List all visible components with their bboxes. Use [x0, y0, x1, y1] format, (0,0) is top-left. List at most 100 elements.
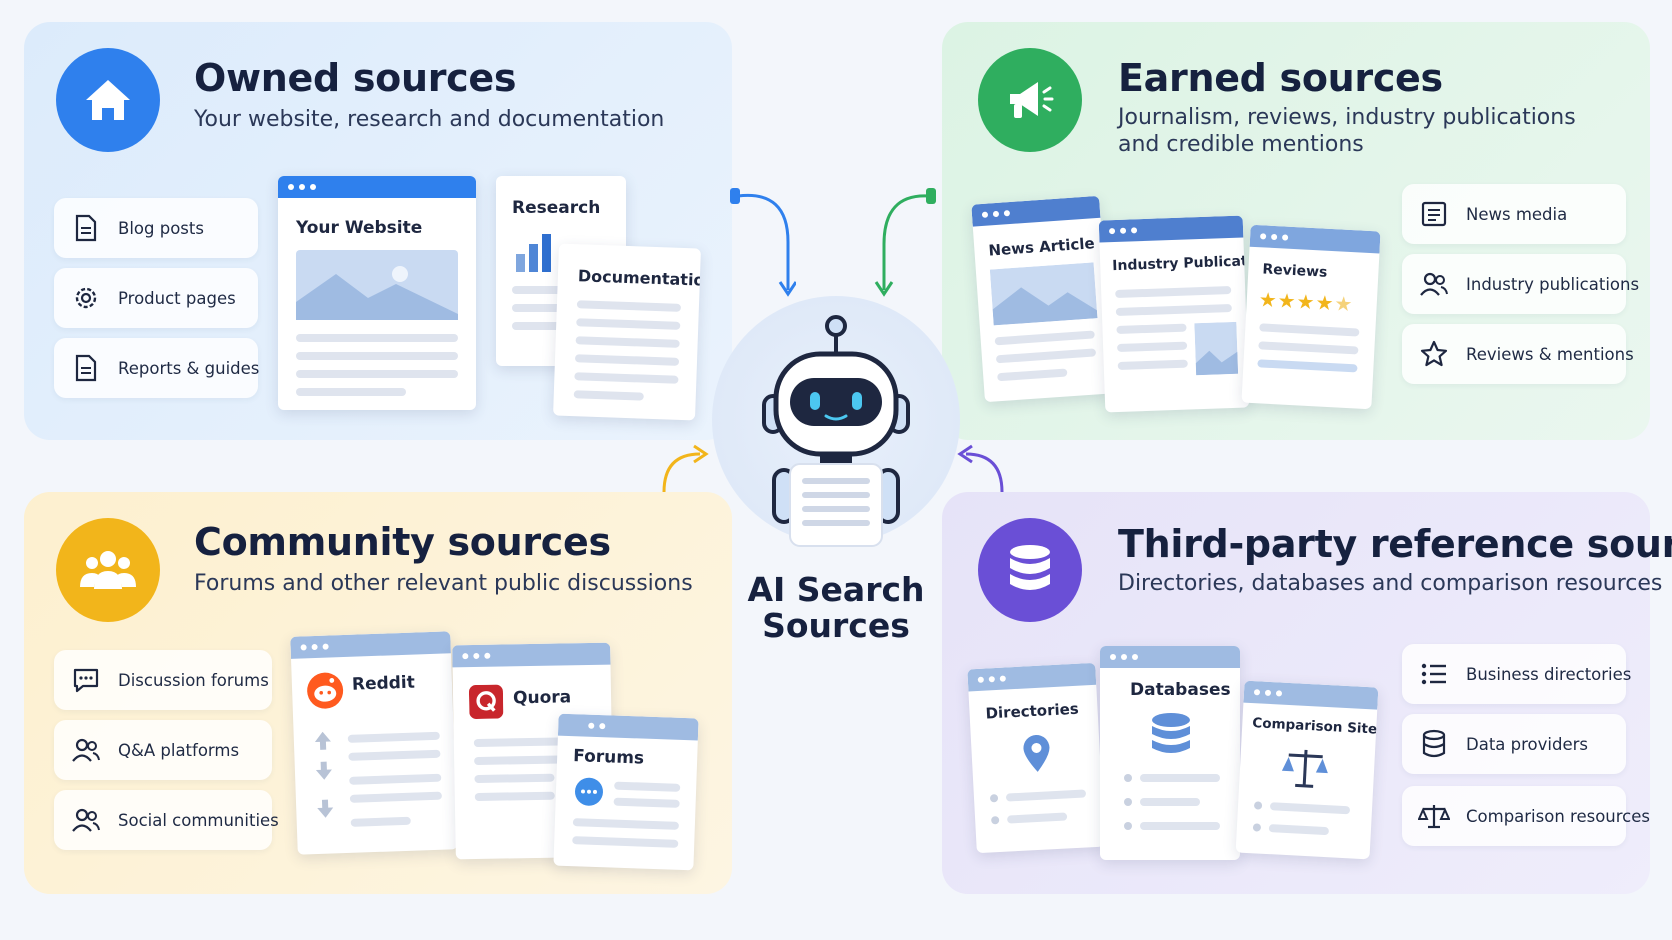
image-placeholder-icon: [296, 250, 458, 320]
document-icon: [70, 352, 102, 384]
location-pin-icon: [1023, 734, 1050, 772]
arrow-earned-connector: [874, 188, 936, 297]
chip-label: News media: [1466, 204, 1568, 224]
people-icon: [70, 804, 102, 836]
card-directories: Directories: [967, 662, 1105, 854]
window-bar: [1100, 646, 1240, 668]
card-title: Reviews: [1262, 261, 1328, 281]
bar-chart-icon: [516, 234, 551, 272]
window-bar: [278, 176, 476, 198]
house-icon: [86, 80, 130, 120]
card-reddit: Reddit: [290, 631, 458, 855]
card-news-article: News Article: [971, 195, 1113, 403]
card-your-website: Your Website: [278, 176, 476, 410]
chip-label: Q&A platforms: [118, 740, 240, 760]
arrow-owned-connector: [730, 188, 796, 297]
five-star-rating-icon: ★★★★★: [1258, 287, 1355, 317]
chip-label: Product pages: [118, 288, 236, 308]
third-subtitle: Directories, databases and comparison re…: [1118, 571, 1663, 596]
database-icon: [1418, 728, 1450, 760]
document-icon: [70, 212, 102, 244]
owned-subtitle: Your website, research and documentation: [194, 107, 665, 132]
chip-data-providers[interactable]: Data providers: [1402, 714, 1626, 774]
owned-badge: [56, 48, 160, 152]
arrow-community-connector: [662, 444, 709, 493]
arrow-third-connector: [957, 444, 1004, 493]
chip-industry-publications[interactable]: Industry publications: [1402, 254, 1639, 314]
chat-bubble-icon: [574, 777, 603, 806]
scale-icon: [1281, 749, 1328, 788]
earned-title: Earned sources: [1118, 56, 1443, 100]
chip-label: Reports & guides: [118, 358, 260, 378]
robot-icon: [762, 315, 910, 547]
star-icon: [1418, 338, 1450, 370]
chip-discussion-forums[interactable]: Discussion forums: [54, 650, 272, 710]
third-title: Third-party reference sources: [1118, 522, 1672, 566]
center-title-line1: AI Search: [747, 570, 925, 609]
card-title: Industry Publication: [1112, 252, 1250, 275]
chip-reports-guides[interactable]: Reports & guides: [54, 338, 260, 398]
card-comparison-sites: Comparison Sites: [1235, 680, 1379, 860]
image-placeholder-icon: [1194, 321, 1239, 376]
chip-business-directories[interactable]: Business directories: [1402, 644, 1631, 704]
megaphone-icon: [1010, 82, 1054, 118]
center-title-line2: Sources: [762, 606, 910, 645]
card-title: Documentation: [577, 266, 701, 291]
chat-icon: [70, 664, 102, 696]
vote-arrows-icon: [314, 731, 334, 818]
card-reviews: Reviews ★★★★★: [1241, 224, 1381, 410]
card-industry-publication: Industry Publication: [1098, 215, 1250, 413]
card-databases: Databases: [1100, 646, 1240, 860]
chip-label: Blog posts: [118, 218, 204, 238]
card-title: Comparison Sites: [1251, 715, 1379, 739]
owned-title: Owned sources: [194, 56, 517, 100]
chip-label: Social communities: [118, 810, 279, 830]
community-title: Community sources: [194, 520, 611, 564]
card-quora: Quora: [452, 642, 614, 860]
card-title: Quora: [512, 687, 572, 709]
group-icon: [80, 551, 136, 589]
card-title: Research: [512, 198, 601, 218]
chip-reviews-mentions[interactable]: Reviews & mentions: [1402, 324, 1634, 384]
chip-label: Industry publications: [1466, 274, 1640, 294]
window-bar: [1098, 215, 1244, 243]
gear-icon: [70, 282, 102, 314]
chip-label: Business directories: [1466, 664, 1632, 684]
third-badge: [978, 518, 1082, 622]
chip-qa-platforms[interactable]: Q&A platforms: [54, 720, 272, 780]
earned-subtitle-line1: Journalism, reviews, industry publicatio…: [1118, 105, 1576, 130]
card-title: Reddit: [351, 672, 416, 695]
card-title: Directories: [985, 699, 1080, 723]
card-title: Databases: [1130, 680, 1231, 700]
database-icon: [1010, 545, 1050, 590]
card-title: News Article: [987, 234, 1096, 260]
card-forums: Forums: [553, 713, 699, 871]
scale-icon: [1418, 800, 1450, 832]
people-icon: [70, 734, 102, 766]
card-title: Forums: [572, 746, 645, 769]
chip-label: Discussion forums: [118, 670, 269, 690]
card-documentation: Documentation: [553, 243, 701, 421]
list-icon: [1418, 658, 1450, 690]
chip-label: Reviews & mentions: [1466, 344, 1634, 364]
chip-label: Data providers: [1466, 734, 1588, 754]
chip-social-communities[interactable]: Social communities: [54, 790, 279, 850]
community-subtitle: Forums and other relevant public discuss…: [194, 571, 693, 596]
chip-label: Comparison resources: [1466, 806, 1650, 826]
center-title: AI Search Sources: [712, 572, 960, 644]
window-bar: [557, 713, 699, 741]
earned-subtitle-line2: and credible mentions: [1118, 132, 1364, 157]
newspaper-icon: [1418, 198, 1450, 230]
window-bar: [452, 642, 611, 668]
reddit-icon: [307, 672, 344, 709]
database-icon: [1152, 713, 1190, 753]
community-badge: [56, 518, 160, 622]
image-placeholder-icon: [989, 262, 1098, 326]
chip-comparison-resources[interactable]: Comparison resources: [1402, 786, 1650, 846]
window-bar: [290, 631, 451, 659]
chip-product-pages[interactable]: Product pages: [54, 268, 258, 328]
chip-blog-posts[interactable]: Blog posts: [54, 198, 258, 258]
card-title: Your Website: [296, 218, 423, 238]
earned-badge: [978, 48, 1082, 152]
chip-news-media[interactable]: News media: [1402, 184, 1626, 244]
